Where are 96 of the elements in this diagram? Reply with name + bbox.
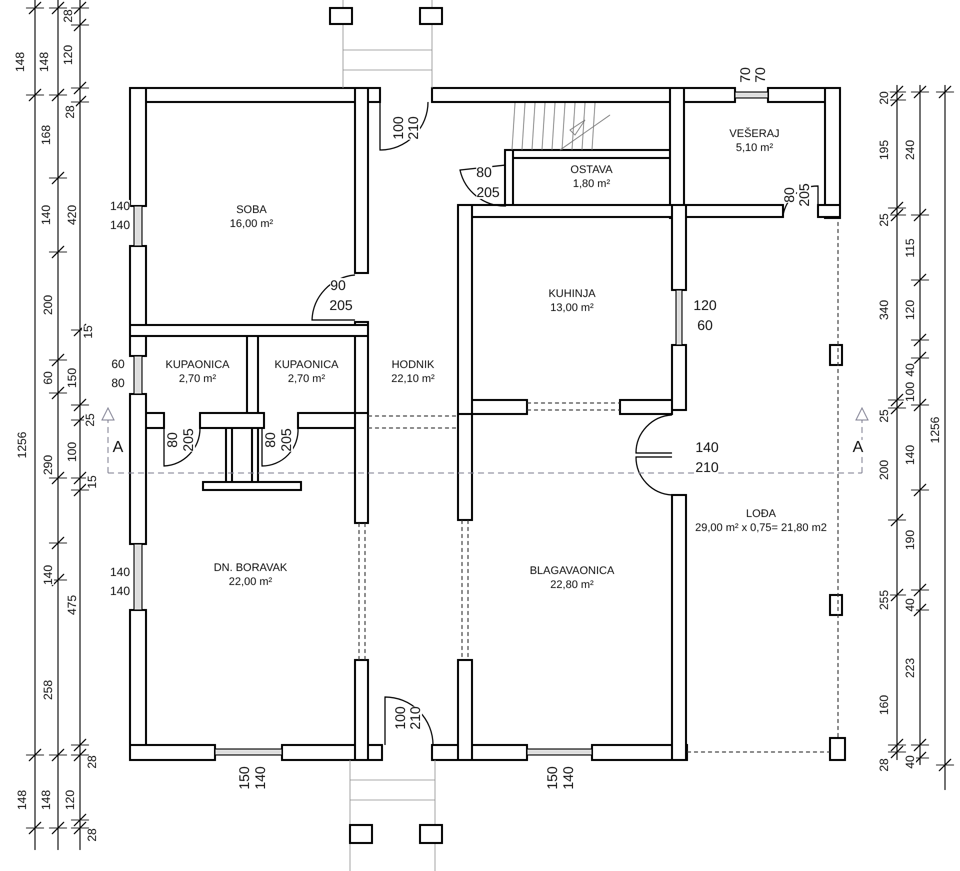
opening-dimension: 80: [165, 432, 179, 448]
opening-dimension: 100: [391, 116, 405, 140]
opening-dimension: 140: [561, 766, 575, 790]
dimension-label: 258: [42, 680, 54, 700]
dimension-label: 28: [86, 828, 98, 842]
dimension-label: 140: [110, 219, 130, 231]
dimension-label: 15: [86, 475, 98, 489]
dimension-label: 120: [64, 790, 76, 810]
dimension-label: 140: [110, 566, 130, 578]
dimension-label: 148: [38, 52, 50, 72]
dimension-label: 15: [82, 325, 94, 339]
dimension-label: 168: [40, 124, 52, 146]
dimension-label: 160: [878, 694, 890, 716]
opening-dimension: 210: [408, 706, 422, 730]
room-name: OSTAVA: [570, 163, 613, 177]
dimension-label: 115: [904, 238, 916, 258]
dimension-label: 255: [878, 590, 890, 610]
dimension-label: 28: [62, 9, 74, 23]
opening-dimension: 100: [393, 706, 407, 730]
dimension-label: 140: [110, 200, 130, 212]
room-area: 1,80 m²: [572, 177, 610, 191]
dimension-label: 80: [111, 377, 125, 389]
section-label: A: [852, 440, 864, 456]
dimension-label: 140: [904, 444, 916, 466]
dimension-label: 1256: [16, 432, 28, 458]
opening-dimension: 70: [738, 67, 752, 83]
dimension-label: 148: [40, 790, 52, 810]
opening-dimension: 210: [406, 116, 420, 140]
opening-dimension: 150: [545, 766, 559, 790]
dimension-label: 290: [42, 454, 54, 476]
opening-dimension: 150: [237, 766, 251, 790]
dimension-label: 240: [904, 140, 916, 160]
room-name: KUPAONICA: [166, 358, 230, 372]
room-area: 2,70 m²: [178, 372, 216, 386]
dimension-label: 100: [904, 382, 916, 402]
room-name: HODNIK: [392, 358, 434, 372]
opening-dimension: 205: [279, 428, 293, 452]
opening-dimension: 60: [697, 318, 713, 332]
dimension-label: 150: [66, 368, 78, 388]
dimension-label: 223: [904, 658, 916, 678]
dimension-label: 28: [878, 758, 890, 772]
opening-dimension: 80: [263, 432, 277, 448]
room-name: KUHINJA: [548, 287, 596, 301]
room-area: 29,00 m² x 0,75= 21,80 m2: [695, 521, 827, 535]
dimension-label: 100: [66, 442, 78, 462]
dimension-label: 120: [904, 300, 916, 320]
opening-dimension: 90: [330, 278, 346, 292]
dimension-label: 40: [904, 363, 916, 377]
room-area: 22,10 m²: [391, 372, 435, 386]
dimension-label: 40: [904, 755, 916, 769]
dimension-label: 28: [86, 755, 98, 769]
room-name: DN. BORAVAK: [214, 561, 288, 575]
dimension-label: 140: [110, 585, 130, 597]
dimension-label: 190: [904, 530, 916, 550]
opening-dimension: 205: [181, 428, 195, 452]
dimension-label: 60: [111, 358, 125, 370]
dimension-label: 475: [66, 594, 78, 616]
room-name: BLAGAVAONICA: [530, 564, 614, 578]
room-area: 22,80 m²: [550, 578, 594, 592]
dimension-label: 28: [64, 105, 76, 119]
dimension-label: 340: [878, 300, 890, 320]
dimension-label: 1256: [929, 416, 941, 444]
dimension-label: 420: [66, 204, 78, 226]
dimension-label: 25: [84, 413, 96, 427]
dimension-label: 20: [878, 91, 890, 105]
opening-dimension: 205: [797, 183, 811, 207]
opening-dimension: 140: [695, 440, 719, 454]
opening-dimension: 80: [782, 187, 796, 203]
dimension-label: 40: [904, 598, 916, 612]
room-name: VEŠERAJ: [729, 127, 780, 141]
dimension-label: 140: [42, 564, 54, 586]
opening-dimension: 205: [476, 185, 500, 199]
opening-dimension: 205: [329, 298, 353, 312]
dimension-label: 195: [878, 140, 890, 160]
dimension-label: 25: [878, 409, 890, 423]
dimension-label: 140: [40, 204, 52, 226]
opening-dimension: 70: [753, 67, 767, 83]
room-area: 13,00 m²: [550, 301, 594, 315]
room-name: SOBA: [236, 203, 267, 217]
room-name: LOĐA: [746, 507, 776, 521]
dimension-label: 148: [16, 790, 28, 810]
room-area: 16,00 m²: [230, 217, 274, 231]
dimension-label: 148: [14, 52, 26, 72]
dimension-label: 60: [42, 371, 54, 385]
dimension-label: 25: [878, 213, 890, 227]
opening-dimension: 210: [695, 460, 719, 474]
dimension-label: 200: [878, 460, 890, 480]
room-area: 2,70 m²: [288, 372, 326, 386]
opening-dimension: 120: [693, 298, 717, 312]
room-area: 22,00 m²: [228, 575, 272, 589]
dimension-label: 200: [42, 294, 54, 316]
room-area: 5,10 m²: [736, 141, 774, 155]
room-name: KUPAONICA: [274, 358, 338, 372]
dimension-label: 120: [62, 44, 74, 66]
opening-dimension: 140: [253, 766, 267, 790]
opening-dimension: 80: [476, 165, 492, 179]
